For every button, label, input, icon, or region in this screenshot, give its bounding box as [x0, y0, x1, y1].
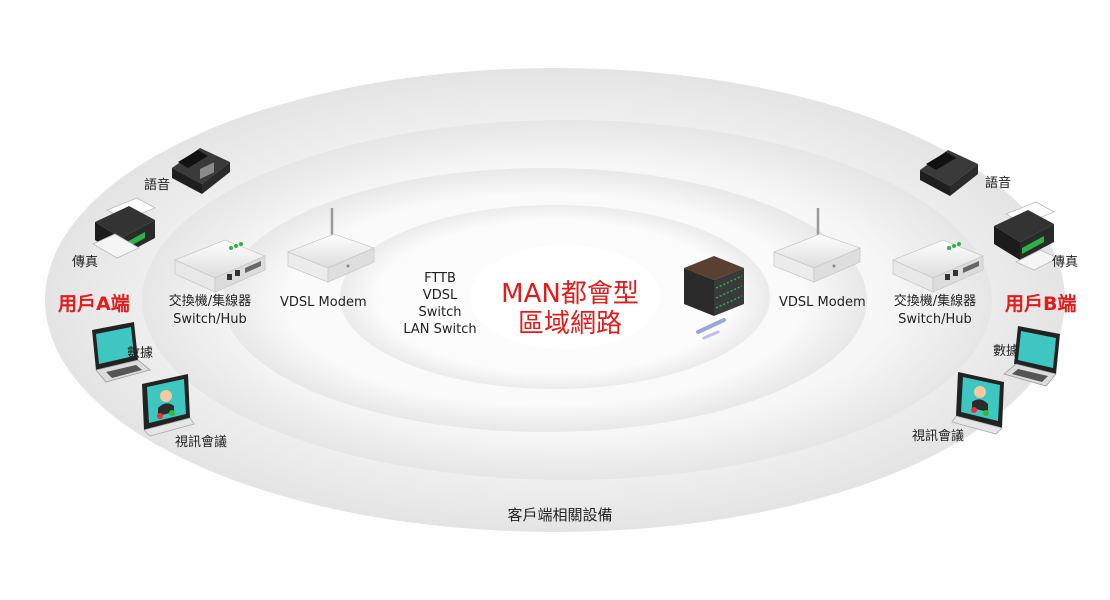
phone-icon [920, 150, 978, 196]
core-line1: MAN都會型 [501, 279, 639, 309]
fttb-stack: FTTB VDSL Switch LAN Switch [392, 270, 488, 338]
ring-core [470, 245, 660, 349]
switch-label-b: 交換機/集線器 Switch/Hub [885, 294, 985, 328]
core-title: MAN都會型 區域網路 [495, 279, 645, 339]
video-monitor-icon [142, 374, 195, 437]
core-line2: 區域網路 [517, 309, 622, 339]
fax-label-a: 傳真 [72, 255, 99, 270]
user-b-title: 用戶B端 [1005, 293, 1077, 315]
data-label-b: 數據 [993, 344, 1020, 359]
switch-label-b-line1: 交換機/集線器 [893, 294, 977, 309]
phone-icon [172, 148, 230, 194]
vdsl-modem-icon [772, 208, 862, 283]
switch-label: Switch [418, 305, 462, 320]
fttb-label: FTTB [424, 271, 456, 286]
modem-label-a: VDSL Modem [280, 295, 367, 310]
fax-icon [92, 197, 156, 259]
laptop-icon [92, 322, 151, 383]
laptop-icon [1003, 326, 1060, 387]
switch-label-a-line1: 交換機/集線器 [168, 294, 252, 309]
vdsl-modem-icon [286, 208, 376, 283]
fax-label-b: 傳真 [1052, 255, 1079, 270]
video-monitor-icon [951, 372, 1004, 435]
user-a-title: 用戶A端 [58, 293, 130, 315]
voice-label-b: 語音 [985, 176, 1012, 191]
modem-label-b: VDSL Modem [779, 295, 866, 310]
switch-hub-icon [891, 239, 985, 293]
switch-hub-icon [173, 239, 267, 293]
switch-label-a: 交換機/集線器 Switch/Hub [160, 294, 260, 328]
data-label-a: 數據 [127, 346, 154, 361]
voice-label-a: 語音 [144, 178, 171, 193]
switch-label-b-line2: Switch/Hub [898, 312, 972, 327]
lan-switch-label: LAN Switch [403, 322, 477, 337]
vdsl-label: VDSL [422, 288, 458, 303]
outer-ring-label: 客戶端相關設備 [507, 506, 613, 524]
fax-icon [994, 201, 1059, 271]
video-label-b: 視訊會議 [912, 429, 965, 444]
video-label-a: 視訊會議 [175, 435, 228, 450]
core-server-icon [684, 256, 744, 340]
switch-label-a-line2: Switch/Hub [173, 312, 247, 327]
